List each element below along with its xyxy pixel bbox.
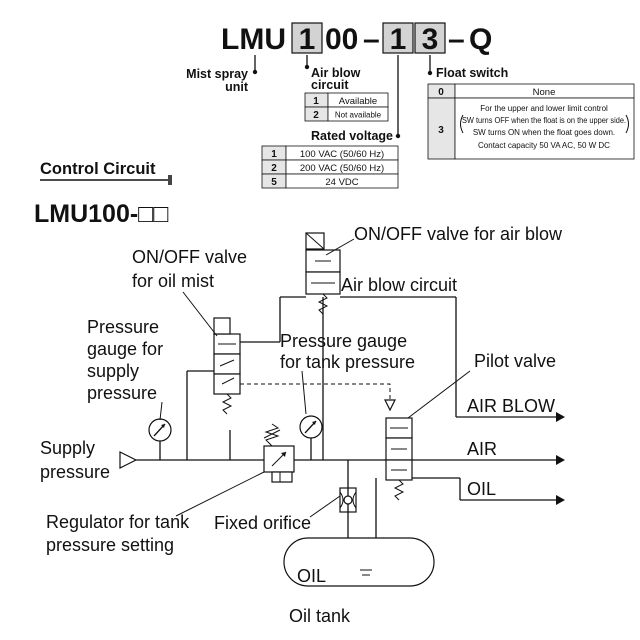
- air-blow-code-2: 2: [313, 110, 319, 121]
- air-blow-table: 1 Available 2 Not available: [304, 92, 389, 122]
- label-fixed-orifice: Fixed orifice: [214, 513, 311, 533]
- label-air-blow-circuit: Air blow circuit: [341, 275, 457, 295]
- label-onoff-oil-mist-2: for oil mist: [132, 271, 214, 291]
- float-line-4: Contact capacity 50 VA AC, 50 W DC: [478, 141, 610, 150]
- float-desc-0: None: [533, 87, 556, 98]
- label-oil-out: OIL: [467, 479, 496, 499]
- label-air-blow: Air blow: [311, 66, 361, 80]
- label-air-out: AIR: [467, 439, 497, 459]
- float-line-1: For the upper and lower limit control: [480, 104, 608, 113]
- label-oil-tank: Oil tank: [289, 606, 351, 626]
- code-digit-3: 3: [422, 23, 439, 56]
- label-onoff-air-blow: ON/OFF valve for air blow: [354, 224, 563, 244]
- supply-pressure-gauge: [148, 418, 172, 442]
- label-pg-supply-3: supply: [87, 361, 139, 381]
- diagram-leaders: [159, 238, 471, 518]
- voltage-code-2: 2: [271, 163, 277, 174]
- float-code-3: 3: [438, 125, 444, 136]
- voltage-code-5: 5: [271, 177, 277, 188]
- voltage-desc-1: 100 VAC (50/60 Hz): [300, 149, 384, 160]
- section-underline-end: [168, 175, 172, 185]
- air-blow-arrow: [556, 412, 565, 422]
- label-pg-supply-2: gauge for: [87, 339, 163, 359]
- label-rated-voltage: Rated voltage: [311, 129, 393, 143]
- pilot-triangle: [384, 399, 396, 412]
- air-blow-desc-2: Not available: [335, 111, 382, 120]
- float-paren-left: [460, 114, 464, 134]
- voltage-table: 1 100 VAC (50/60 Hz) 2 200 VAC (50/60 Hz…: [261, 145, 399, 189]
- oil-mist-valve: [213, 317, 241, 415]
- air-blow-valve: [305, 232, 341, 320]
- code-middle: 00: [325, 23, 358, 56]
- label-float-switch: Float switch: [436, 66, 508, 80]
- label-pilot-valve: Pilot valve: [474, 351, 556, 371]
- label-supply-2: pressure: [40, 462, 110, 482]
- voltage-desc-2: 200 VAC (50/60 Hz): [300, 163, 384, 174]
- label-supply-1: Supply: [40, 438, 95, 458]
- code-digit-2: 1: [390, 23, 407, 56]
- label-pg-tank-2: for tank pressure: [280, 352, 415, 372]
- fixed-orifice: [339, 487, 357, 513]
- float-line-2: SW turns OFF when the float is on the up…: [462, 116, 626, 125]
- label-oil-in-tank: OIL: [297, 566, 326, 586]
- circuit-model: LMU100-□□: [34, 200, 169, 228]
- label-regulator-2: pressure setting: [46, 535, 174, 555]
- label-pg-tank-1: Pressure gauge: [280, 331, 407, 351]
- code-suffix: Q: [469, 23, 492, 56]
- code-prefix: LMU: [221, 23, 286, 56]
- air-blow-code-1: 1: [313, 96, 319, 107]
- float-paren-right: [625, 114, 629, 134]
- float-code-0: 0: [438, 87, 444, 98]
- supply-triangle: [119, 451, 138, 469]
- code-box-1: [291, 22, 323, 54]
- label-unit: unit: [225, 80, 249, 94]
- voltage-code-1: 1: [271, 149, 277, 160]
- voltage-desc-5: 24 VDC: [325, 177, 358, 188]
- section-title: Control Circuit: [40, 160, 156, 178]
- tank-regulator: [263, 423, 295, 483]
- code-dash-2: –: [448, 23, 465, 56]
- float-line-3: SW turns ON when the float goes down.: [473, 128, 615, 137]
- label-mist-spray: Mist spray: [186, 67, 248, 81]
- model-code: LMU 1 00 – 1 3 – Q: [221, 22, 492, 56]
- pilot-valve: [385, 417, 413, 501]
- label-pg-supply-1: Pressure: [87, 317, 159, 337]
- label-pg-supply-4: pressure: [87, 383, 157, 403]
- code-dash-1: –: [363, 23, 380, 56]
- float-switch-table: 0 None 3 For the upper and lower limit c…: [427, 83, 635, 160]
- code-box-3: [414, 22, 446, 54]
- tank-pressure-gauge: [299, 415, 323, 439]
- label-air-blow-out: AIR BLOW: [467, 396, 555, 416]
- oil-tank: [283, 537, 435, 587]
- code-digit-1: 1: [299, 23, 316, 56]
- label-onoff-oil-mist-1: ON/OFF valve: [132, 247, 247, 267]
- code-box-2: [382, 22, 414, 54]
- code-leaders: [252, 55, 433, 139]
- air-blow-desc-1: Available: [339, 96, 377, 107]
- oil-arrow: [556, 495, 565, 505]
- label-circuit: circuit: [311, 78, 349, 92]
- label-regulator-1: Regulator for tank: [46, 512, 190, 532]
- air-arrow: [556, 455, 565, 465]
